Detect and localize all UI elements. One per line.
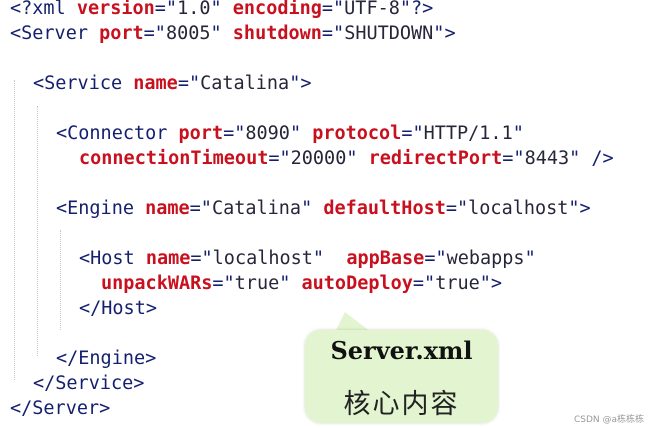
callout-body	[305, 330, 498, 423]
code-token: Catalina	[211, 198, 302, 219]
code-token: <Host	[79, 248, 146, 269]
code-token: "	[512, 123, 524, 144]
code-token: ="	[321, 23, 345, 44]
code-token: "	[279, 273, 302, 294]
callout-subtitle: 核心内容	[343, 389, 460, 420]
code-line: connectionTimeout="20000" redirectPort="…	[79, 147, 614, 171]
code-token: "	[479, 273, 491, 294]
code-token: </Engine>	[56, 348, 157, 369]
code-token: Catalina	[200, 73, 290, 94]
code-token: autoDeploy	[301, 273, 413, 294]
code-token: ?>	[411, 0, 434, 19]
code-token: ="	[268, 148, 291, 169]
indent-guide	[60, 230, 61, 330]
code-token: SHUTDOWN	[344, 23, 434, 44]
code-token: <Server	[10, 23, 100, 44]
code-token: "	[289, 73, 301, 94]
code-line: <Engine name="Catalina" defaultHost="loc…	[56, 197, 591, 221]
code-token: name	[145, 248, 191, 269]
code-line: <Host name="localhost" appBase="webapps"	[79, 247, 536, 271]
callout-title: Server.xml	[330, 336, 473, 365]
code-token: "	[312, 248, 347, 269]
code-token: ="	[143, 23, 166, 44]
code-token: "	[568, 198, 580, 219]
code-token: 8005	[165, 23, 211, 44]
code-token: <Connector	[56, 123, 179, 144]
code-token: ="	[424, 248, 447, 269]
code-token: >	[579, 198, 591, 219]
code-token: "	[433, 23, 445, 44]
code-token: "	[301, 198, 324, 219]
code-token: redirectPort	[368, 148, 503, 169]
code-token: ="	[321, 0, 345, 19]
indent-guide	[14, 80, 15, 380]
code-token: ="	[412, 273, 436, 294]
code-token: >	[300, 73, 312, 94]
code-token: defaultHost	[323, 198, 446, 219]
code-token: "	[289, 123, 313, 144]
code-token: true	[435, 273, 480, 294]
code-token: encoding	[232, 0, 322, 19]
code-token: shutdown	[232, 23, 322, 44]
code-token: 1.0	[177, 0, 211, 19]
code-token: version	[76, 0, 155, 19]
code-token: UTF-8	[344, 0, 400, 19]
callout-tail	[335, 312, 371, 332]
code-token: name	[145, 198, 190, 219]
code-token: ="	[445, 198, 469, 219]
code-token: webapps	[446, 248, 525, 269]
code-line: <Service name="Catalina">	[33, 72, 311, 96]
code-token: localhost	[212, 248, 313, 269]
code-token: ="	[154, 0, 178, 19]
code-token: 8443	[524, 148, 570, 169]
code-token: ="	[189, 198, 212, 219]
code-token: </Service>	[33, 373, 145, 394]
code-token: localhost	[468, 198, 569, 219]
code-token: "	[569, 148, 592, 169]
code-token: </Server>	[10, 398, 111, 419]
code-token: "	[210, 0, 233, 19]
code-token: HTTP/1.1	[423, 123, 513, 144]
code-token: "	[399, 0, 412, 19]
code-token: protocol	[312, 123, 402, 144]
code-line: <Connector port="8090" protocol="HTTP/1.…	[56, 122, 524, 146]
code-line: unpackWARs="true" autoDeploy="true">	[101, 272, 502, 296]
code-token: <Service	[33, 73, 134, 94]
code-token: </Host>	[79, 298, 157, 319]
code-token: />	[591, 148, 614, 169]
code-line: </Host>	[79, 297, 157, 321]
code-line: <Server port="8005" shutdown="SHUTDOWN">	[10, 22, 456, 46]
code-token: true	[234, 273, 280, 294]
code-token: <?xml	[10, 0, 77, 19]
code-token: appBase	[346, 248, 425, 269]
code-token: name	[133, 73, 178, 94]
code-token: ="	[502, 148, 525, 169]
code-token: port	[178, 123, 224, 144]
code-token: ="	[177, 73, 201, 94]
code-token: ="	[212, 273, 235, 294]
code-token: "	[346, 148, 369, 169]
code-token: ="	[401, 123, 424, 144]
code-token: port	[99, 23, 144, 44]
code-token: "	[524, 248, 536, 269]
code-token: ="	[190, 248, 213, 269]
indent-guide	[37, 106, 38, 356]
code-token: ="	[223, 123, 246, 144]
code-line: </Server>	[10, 397, 110, 421]
code-token: "	[210, 23, 233, 44]
code-token: 8090	[245, 123, 290, 144]
code-token: <Engine	[56, 198, 146, 219]
code-token: 20000	[290, 148, 347, 169]
code-token: unpackWARs	[101, 273, 213, 294]
code-line: </Service>	[33, 372, 144, 396]
code-token: connectionTimeout	[79, 148, 269, 169]
code-line: <?xml version="1.0" encoding="UTF-8"?>	[10, 0, 433, 21]
code-line: </Engine>	[56, 347, 156, 371]
code-token: >	[444, 23, 456, 44]
watermark: CSDN @a栋栋栋	[573, 415, 644, 425]
code-token: >	[490, 273, 503, 294]
